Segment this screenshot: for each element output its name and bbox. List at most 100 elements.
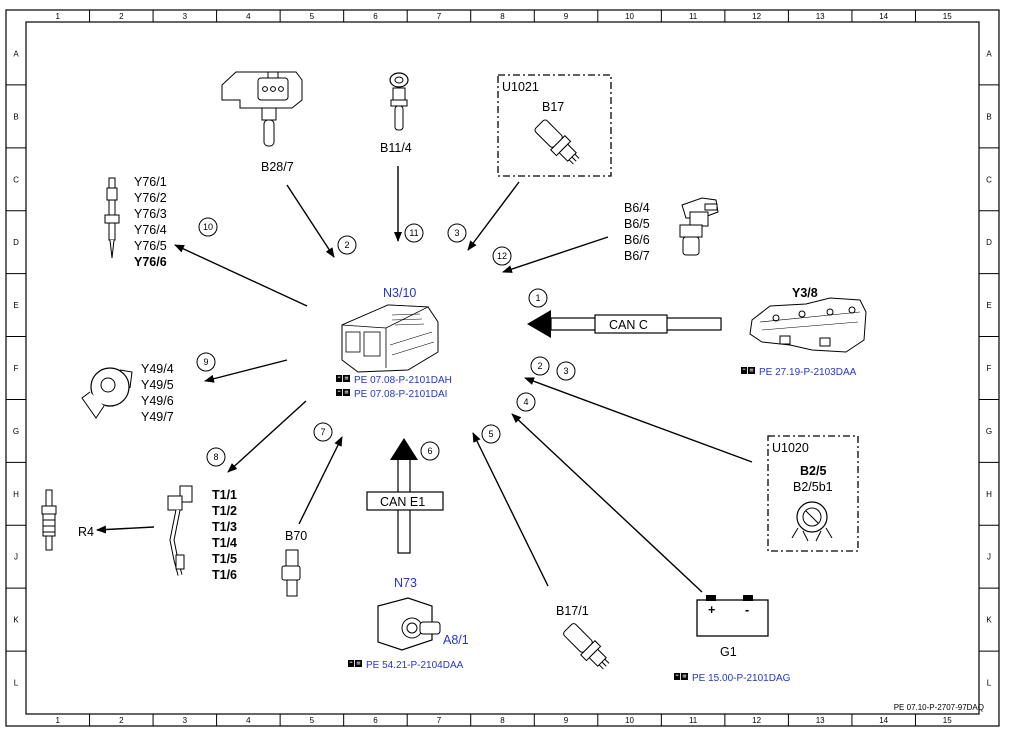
b6-6-label: B6/6 <box>624 233 650 247</box>
book-reference-icon <box>674 673 688 680</box>
grid-col-label-bottom: 1 <box>56 716 61 725</box>
callout-5: 5 <box>481 424 501 444</box>
grid-col-label-bottom: 9 <box>564 716 569 725</box>
grid-col-label-top: 5 <box>310 12 315 21</box>
y76-4-label: Y76/4 <box>134 223 167 237</box>
callout-9-text: 9 <box>203 357 208 367</box>
grid-col-label-top: 4 <box>246 12 251 21</box>
ecu-label: N3/10 <box>383 286 416 300</box>
y49-4-label: Y49/4 <box>141 362 174 376</box>
speed-sensor <box>563 623 610 670</box>
grid-row-label-right: A <box>986 49 992 58</box>
grid-col-label-bottom: 4 <box>246 716 251 725</box>
grid-col-label-top: 14 <box>879 12 888 21</box>
callout-4-text: 4 <box>523 397 528 407</box>
u1020-box <box>767 435 859 552</box>
arrow-b6 <box>502 236 609 273</box>
t1-3-label: T1/3 <box>212 520 237 534</box>
grid-col-label-top: 13 <box>816 12 825 21</box>
can-e1-label: CAN E1 <box>380 495 425 509</box>
grid-col-label-bottom: 3 <box>183 716 188 725</box>
b6-5-label: B6/5 <box>624 217 650 231</box>
callout-1-text: 1 <box>535 293 540 303</box>
signal-arrows <box>174 166 753 593</box>
y3-8-ref-text[interactable]: PE 27.19-P-2103DAA <box>759 367 857 378</box>
grid-col-label-bottom: 7 <box>437 716 442 725</box>
pressure-sensor <box>221 71 303 147</box>
book-reference-icon <box>336 389 350 396</box>
grid-row-label-left: B <box>13 112 18 121</box>
grid-col-label-top: 2 <box>119 12 124 21</box>
n73-label: N73 <box>394 576 417 590</box>
grid-col-label-top: 11 <box>689 12 698 21</box>
u1021-label: U1021 <box>502 80 539 94</box>
ecu-ref-1: PE 07.08-P-2101DAH <box>336 375 452 386</box>
grid-col-label-bottom: 5 <box>310 716 315 725</box>
grid-row-label-left: C <box>13 175 19 184</box>
b17-label: B17 <box>542 100 564 114</box>
callout-1: 1 <box>528 288 548 308</box>
y3-8-label: Y3/8 <box>792 286 818 300</box>
b70-label: B70 <box>285 529 307 543</box>
grid-col-label-top: 1 <box>56 12 61 21</box>
callout-6: 6 <box>420 441 440 461</box>
arrow-g1 <box>511 413 703 593</box>
grid-row-label-right: B <box>986 112 991 121</box>
callout-10-text: 10 <box>203 222 213 232</box>
callout-3b-text: 3 <box>563 366 568 376</box>
arrow-b17-1 <box>472 432 549 587</box>
y49-7-label: Y49/7 <box>141 410 174 424</box>
callout-6-text: 6 <box>427 446 432 456</box>
arrow-b28-7 <box>286 184 335 258</box>
grid-row-label-left: J <box>14 553 18 562</box>
b17-1-label: B17/1 <box>556 604 589 618</box>
callout-7: 7 <box>313 422 333 442</box>
knock-sensor <box>791 501 833 542</box>
ignition-coil <box>167 485 193 576</box>
g1-label: G1 <box>720 645 737 659</box>
n73-ref-text[interactable]: PE 54.21-P-2104DAA <box>366 660 464 671</box>
grid-col-label-top: 6 <box>373 12 378 21</box>
y76-1-label: Y76/1 <box>134 175 167 189</box>
arrow-b70 <box>298 436 343 525</box>
u1021-box <box>497 74 612 177</box>
book-reference-icon <box>741 367 755 374</box>
arrow-t1 <box>227 400 307 473</box>
g1-ref-text[interactable]: PE 15.00-P-2101DAG <box>692 673 791 684</box>
a8-1-label: A8/1 <box>443 633 469 647</box>
battery-plus: + <box>708 603 715 617</box>
arrow-u1020 <box>524 377 753 463</box>
callout-2a: 2 <box>337 235 357 255</box>
ecu-ref-1-text[interactable]: PE 07.08-P-2101DAH <box>354 375 452 386</box>
temperature-sensor <box>389 72 409 131</box>
ecu-ref-2: PE 07.08-P-2101DAI <box>336 389 447 400</box>
y76-2-label: Y76/2 <box>134 191 167 205</box>
y76-6-label: Y76/6 <box>134 255 167 269</box>
callout-3b: 3 <box>556 361 576 381</box>
grid-row-label-left: A <box>13 49 19 58</box>
grid-col-label-bottom: 12 <box>752 716 761 725</box>
grid-row-label-left: E <box>13 301 18 310</box>
callout-9: 9 <box>196 352 216 372</box>
t1-1-label: T1/1 <box>212 488 237 502</box>
callout-3a: 3 <box>447 223 467 243</box>
arrow-y76 <box>174 244 308 307</box>
ecu-ref-2-text[interactable]: PE 07.08-P-2101DAI <box>354 389 447 400</box>
y49-5-label: Y49/5 <box>141 378 174 392</box>
t1-4-label: T1/4 <box>212 536 237 550</box>
can-e1-bus <box>366 438 444 554</box>
grid-row-label-left: L <box>14 679 19 688</box>
grid-col-label-bottom: 14 <box>879 716 888 725</box>
callout-8-text: 8 <box>213 452 218 462</box>
crank-sensor <box>679 197 719 256</box>
b2-5b1-label: B2/5b1 <box>793 480 833 494</box>
grid-row-label-right: H <box>986 490 992 499</box>
b2-5-label: B2/5 <box>800 464 826 478</box>
b28-7-label: B28/7 <box>261 160 294 174</box>
grid-row-label-right: L <box>987 679 992 688</box>
document-reference: PE 07.10-P-2707-97DAQ <box>894 703 984 712</box>
key-module <box>377 597 441 651</box>
callout-11: 11 <box>404 223 424 243</box>
callout-7-text: 7 <box>320 427 325 437</box>
